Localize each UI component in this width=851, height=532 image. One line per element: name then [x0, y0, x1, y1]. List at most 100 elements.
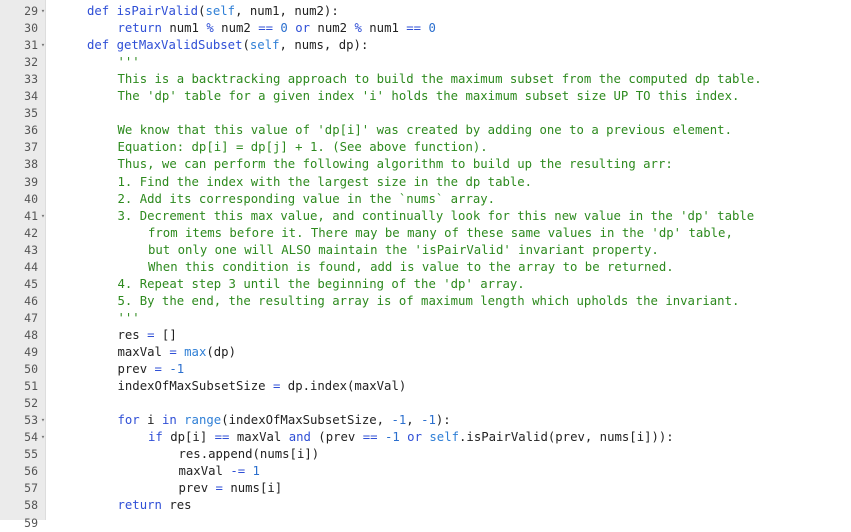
code-token: res.append(nums[i]) — [178, 447, 320, 462]
code-token: == — [406, 21, 422, 36]
code-token: res — [117, 327, 148, 342]
code-line[interactable]: 35 — [0, 105, 851, 122]
code-token: 2. Add its corresponding value in the `n… — [117, 191, 496, 206]
code-text: When this condition is found, add is val… — [148, 259, 674, 276]
code-text: 2. Add its corresponding value in the `n… — [118, 191, 496, 208]
code-line[interactable]: 48 res = [] — [0, 327, 851, 344]
fold-toggle-icon[interactable]: ▾ — [40, 416, 46, 425]
code-text: ''' — [118, 310, 140, 327]
code-token: (prev — [310, 430, 363, 445]
code-token: = — [147, 327, 155, 342]
code-token: self — [429, 430, 460, 445]
code-line[interactable]: 29▾def isPairValid(self, num1, num2): — [0, 3, 851, 20]
code-token: dp.index(maxVal) — [280, 379, 407, 394]
line-number: 33 — [24, 72, 38, 87]
code-text: 5. By the end, the resulting array is of… — [118, 293, 740, 310]
line-number: 54 — [24, 430, 38, 445]
code-token: 4. Repeat step 3 until the beginning of … — [117, 276, 525, 291]
fold-toggle-icon[interactable]: ▾ — [40, 211, 46, 220]
code-token: ''' — [117, 55, 140, 70]
code-token: (indexOfMaxSubsetSize, — [221, 413, 392, 428]
code-line[interactable]: 39 1. Find the index with the largest siz… — [0, 174, 851, 191]
code-line[interactable]: 52 — [0, 395, 851, 412]
fold-toggle-icon[interactable]: ▾ — [40, 7, 46, 15]
code-token: or — [295, 21, 311, 36]
code-token: 1 — [252, 464, 260, 479]
line-number: 46 — [24, 293, 38, 308]
code-line[interactable]: 41▾ 3. Decrement this max value, and cont… — [0, 208, 851, 225]
code-token — [378, 430, 385, 444]
code-text: 3. Decrement this max value, and continu… — [118, 208, 755, 225]
code-text: res.append(nums[i]) — [179, 446, 320, 463]
code-text: ''' — [118, 54, 140, 71]
code-line[interactable]: 45 4. Repeat step 3 until the beginning o… — [0, 276, 851, 293]
code-line[interactable]: 47 ''' — [0, 310, 851, 327]
code-line[interactable]: 31▾def getMaxValidSubset(self, nums, dp)… — [0, 37, 851, 54]
line-number: 47 — [24, 310, 38, 325]
line-number: 29 — [24, 4, 38, 18]
code-token: (dp) — [206, 345, 236, 359]
line-number: 38 — [24, 157, 38, 172]
code-token: but only one will ALSO maintain the 'isP… — [148, 242, 659, 257]
code-token: num1 — [361, 21, 407, 36]
code-token: dp[i] — [162, 430, 215, 445]
line-number: 39 — [24, 174, 38, 189]
code-token: == — [258, 21, 273, 36]
code-text: We know that this value of 'dp[i]' was c… — [118, 122, 732, 139]
code-token: 1. Find the index with the largest size … — [117, 174, 533, 189]
fold-toggle-icon[interactable]: ▾ — [40, 433, 46, 442]
code-line[interactable]: 53▾for i in range(indexOfMaxSubsetSize, … — [0, 412, 851, 429]
code-line[interactable]: 32''' — [0, 54, 851, 71]
line-number: 48 — [24, 327, 38, 342]
code-token: = — [215, 481, 223, 496]
code-line[interactable]: 59 — [0, 515, 851, 532]
code-token: in — [161, 413, 177, 428]
code-text: 1. Find the index with the largest size … — [118, 174, 533, 191]
line-number: 31 — [24, 38, 38, 53]
code-token: ( — [242, 38, 250, 53]
code-line[interactable]: 43 but only one will ALSO maintain the 'i… — [0, 242, 851, 259]
code-text: 4. Repeat step 3 until the beginning of … — [118, 276, 525, 293]
code-token: i — [139, 413, 162, 428]
line-number: 43 — [24, 242, 38, 257]
line-number: 59 — [24, 515, 38, 530]
code-token: Equation: dp[i] = dp[j] + 1. (See above … — [117, 140, 488, 155]
line-number: 50 — [24, 362, 38, 377]
code-token: max — [184, 345, 207, 359]
code-token: == — [214, 430, 230, 445]
code-line[interactable]: 46 5. By the end, the resulting array is … — [0, 293, 851, 310]
line-number: 41 — [24, 208, 38, 223]
code-line[interactable]: 54▾ if dp[i] == maxVal and (prev == -1 or… — [0, 429, 851, 446]
code-text: res = [] — [118, 327, 177, 344]
code-token: .isPairValid(prev, nums[i])): — [459, 430, 674, 445]
code-token: -1 — [391, 413, 407, 428]
code-token: = — [154, 362, 162, 377]
line-number: 35 — [24, 106, 38, 121]
code-token — [245, 464, 252, 478]
line-number: 45 — [24, 276, 38, 291]
code-token: == — [362, 430, 378, 445]
code-text: maxVal = max(dp) — [118, 344, 236, 361]
code-token: and — [288, 430, 311, 445]
code-token: -1 — [421, 413, 436, 428]
code-token: self — [249, 38, 280, 53]
fold-toggle-icon[interactable]: ▾ — [40, 41, 46, 50]
code-text: if dp[i] == maxVal and (prev == -1 or se… — [148, 429, 674, 446]
